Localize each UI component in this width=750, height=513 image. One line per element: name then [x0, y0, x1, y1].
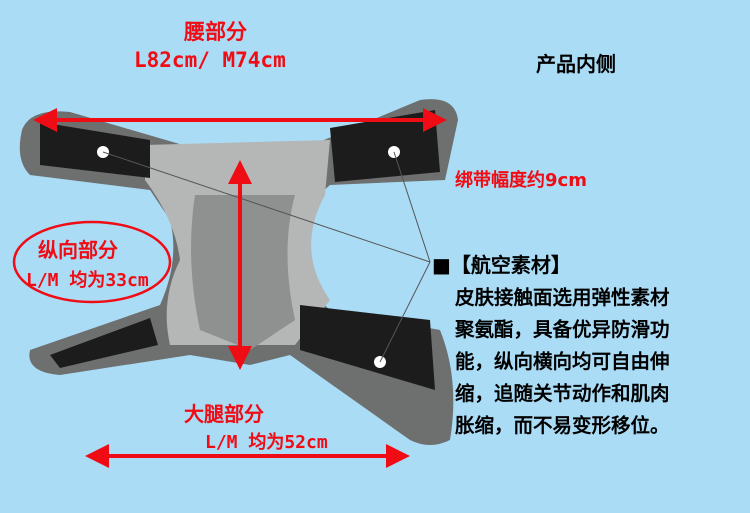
description-line: 皮肤接触面选用弹性素材	[455, 286, 670, 309]
pad-bottom-right	[300, 305, 435, 390]
description-line: 胀缩，而不易变形移位。	[455, 414, 670, 437]
waist-size: L82cm/ M74cm	[134, 48, 286, 72]
side-label: 产品内侧	[536, 52, 616, 76]
vertical-size: L/M 均为33cm	[26, 270, 149, 291]
pad-bottom-left	[50, 318, 158, 368]
material-description: 皮肤接触面选用弹性素材 聚氨酯，具备优异防滑功 能，纵向横向均可自由伸 缩，追随…	[455, 282, 670, 442]
brace-center-panel	[191, 195, 295, 350]
thigh-title: 大腿部分	[184, 402, 264, 426]
material-heading: ■【航空素材】	[432, 253, 571, 277]
thigh-size: L/M 均为52cm	[205, 432, 328, 453]
description-line: 能，纵向横向均可自由伸	[455, 350, 670, 373]
vertical-title: 纵向部分	[38, 238, 118, 262]
strap-width-label: 绑带幅度约9cm	[455, 170, 587, 191]
description-line: 聚氨酯，具备优异防滑功	[455, 318, 670, 341]
vertical-label-ellipse	[12, 220, 172, 304]
waist-title: 腰部分	[184, 20, 247, 44]
description-line: 缩，追随关节动作和肌肉	[455, 382, 670, 405]
pad-top-left	[40, 122, 150, 178]
